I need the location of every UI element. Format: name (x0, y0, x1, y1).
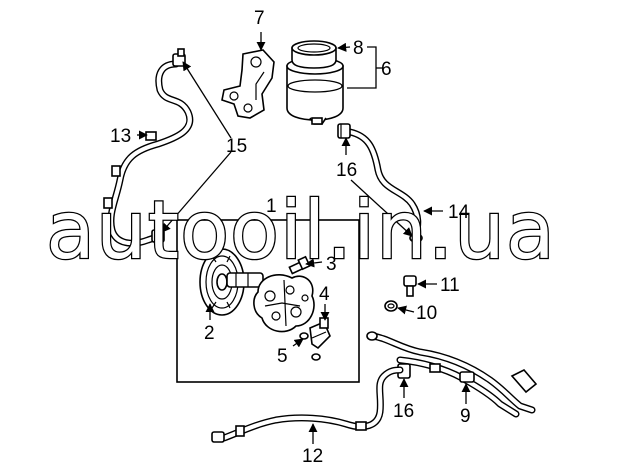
reservoir-bracket-7[interactable] (221, 49, 275, 119)
callout-13: 13 (110, 126, 131, 147)
callout-8: 8 (353, 38, 364, 59)
callout-9: 9 (460, 406, 471, 427)
suction-hose-14[interactable] (346, 128, 423, 243)
watermark-text: autooil.in.ua (46, 184, 556, 277)
callout-11: 11 (440, 275, 460, 296)
callout-14: 14 (448, 202, 470, 223)
callout-2: 2 (204, 323, 215, 344)
reservoir-cap-8[interactable] (291, 40, 337, 69)
gasket-5[interactable] (299, 332, 321, 361)
callout-numbers: 1 2 3 4 5 6 7 8 9 10 11 12 13 14 15 16 1… (110, 8, 471, 467)
callout-12: 12 (302, 446, 323, 467)
callout-16-top: 16 (336, 160, 357, 181)
hose-clamp-15-top[interactable] (172, 48, 186, 67)
pump-assembly-box (176, 219, 360, 383)
pressure-hose-9[interactable] (366, 331, 538, 418)
pump-body[interactable] (253, 274, 315, 333)
callout-15: 15 (226, 136, 247, 157)
return-tube-12[interactable] (211, 366, 404, 443)
callout-1: 1 (266, 196, 277, 217)
hose-clamp-15-bottom[interactable] (151, 229, 165, 243)
hose-clamp-16-top[interactable] (337, 123, 351, 139)
callout-6: 6 (381, 59, 392, 80)
return-hose-13[interactable] (103, 60, 194, 247)
callout-7: 7 (254, 8, 265, 29)
callout-16-bottom: 16 (393, 401, 414, 422)
callout-3: 3 (326, 254, 337, 275)
callout-10: 10 (416, 303, 437, 324)
callout-4: 4 (319, 284, 330, 305)
gasket-10[interactable] (384, 300, 398, 312)
leader-lines (137, 32, 471, 444)
callout-5: 5 (277, 346, 288, 367)
union-fitting-4[interactable] (309, 317, 331, 350)
pump-pulley[interactable] (199, 248, 245, 316)
bolt-11[interactable] (403, 275, 417, 297)
